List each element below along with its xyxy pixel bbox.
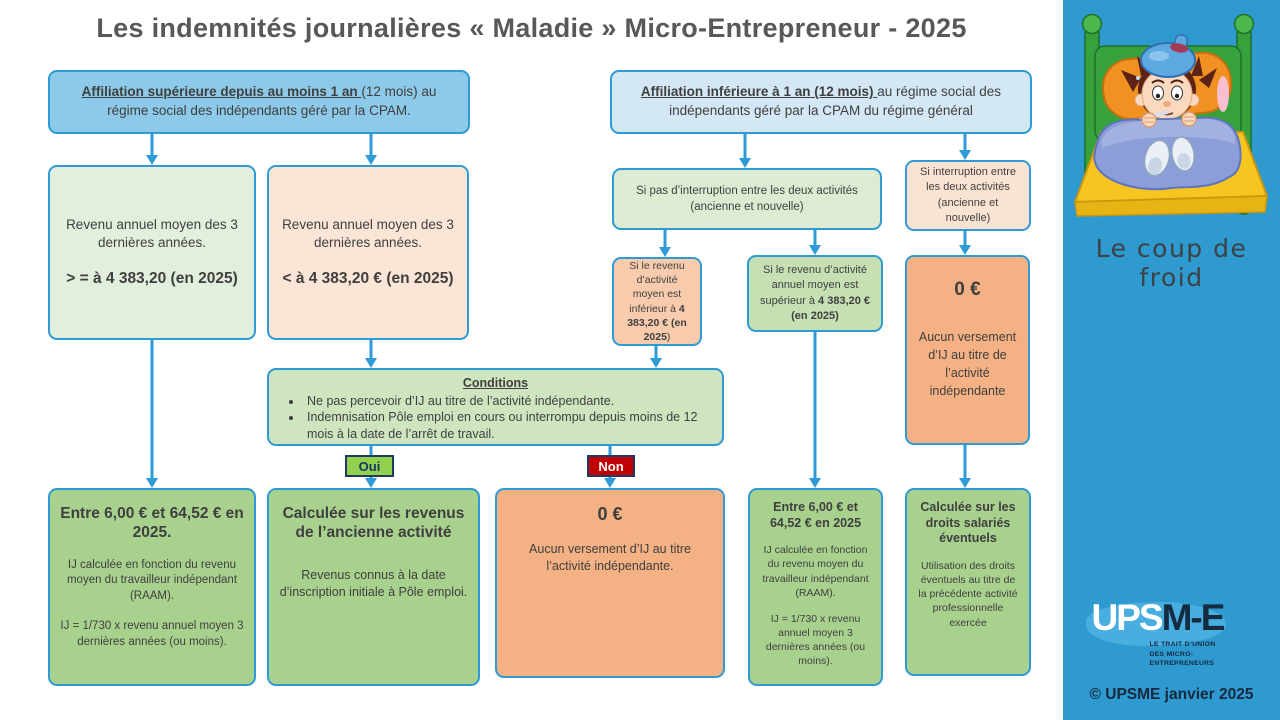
box-text: Revenu annuel moyen des 3 dernières anné… [282, 216, 454, 251]
box-affiliation-superieure: Affiliation supérieure depuis au moins 1… [48, 70, 470, 134]
arrow-affilsup-to-raaminf [365, 134, 377, 165]
label-oui: Oui [345, 455, 394, 477]
arrow-int-to-zero [959, 231, 971, 255]
arrow-affilsup-to-raamsup [146, 134, 158, 165]
threshold-value: < à 4 383,20 € (en 2025) [282, 270, 454, 288]
conditions-list: Ne pas percevoir d’IJ au titre de l’acti… [283, 393, 708, 443]
box-result-ancienne-activite: Calculée sur les revenus de l’ancienne a… [267, 488, 480, 686]
box-revenu-moyen-inferieur: Revenu annuel moyen des 3 dernières anné… [267, 165, 469, 340]
copyright-notice: © UPSME janvier 2025 [1089, 686, 1254, 703]
box-text: Aucun versement d’IJ au titre de l’activ… [918, 329, 1017, 398]
box-text: Affiliation supérieure depuis au moins 1… [81, 84, 437, 118]
conditions-title: Conditions [462, 376, 529, 390]
amount-zero: 0 € [597, 504, 623, 524]
result-text: IJ = 1/730 x revenu annuel moyen 3 derni… [765, 612, 866, 668]
box-text: Affiliation inférieure à 1 an (12 mois) … [640, 84, 1002, 118]
box-pas-interruption: Si pas d’interruption entre les deux act… [612, 168, 882, 230]
box-revenu-moyen-superieur: Revenu annuel moyen des 3 dernières anné… [48, 165, 256, 340]
box-result-ij-raam: Entre 6,00 € et 64,52 € en 2025. IJ calc… [48, 488, 256, 686]
illustration-caption: Le coup de froid [1095, 234, 1248, 292]
upsme-logo: UPSM-E LE TRAIT D’UNION DES MICRO-ENTREP… [1084, 597, 1252, 667]
result-text: Utilisation des droits éventuels au titr… [918, 559, 1018, 629]
arrow-raamsup-to-result1 [146, 340, 158, 488]
result-text: IJ = 1/730 x revenu annuel moyen 3 derni… [60, 620, 244, 648]
sock-feet [1143, 136, 1195, 177]
box-interruption: Si interruption entre les deux activités… [905, 160, 1031, 231]
box-affiliation-inferieure: Affiliation inférieure à 1 an (12 mois) … [610, 70, 1032, 134]
box-text: Si pas d’interruption entre les deux act… [636, 184, 858, 213]
arrow-affilinf-to-noint [739, 134, 751, 168]
box-text: Si interruption entre les deux activités… [920, 165, 1016, 224]
logo-tagline: LE TRAIT D’UNION DES MICRO-ENTREPRENEURS [1149, 640, 1216, 668]
result-title: Entre 6,00 € et 64,52 € en 2025 [769, 500, 862, 530]
box-conditions: Conditions Ne pas percevoir d’IJ au titr… [267, 368, 724, 446]
box-revenu-activite-inferieur: Si le revenu d’activité moyen est inféri… [612, 257, 702, 346]
page-title: Les indemnités journalières « Maladie » … [96, 13, 967, 43]
condition-item: Indemnisation Pôle emploi en cours ou in… [303, 409, 708, 442]
result-title: Entre 6,00 € et 64,52 € en 2025. [60, 505, 244, 542]
box-text: Revenu annuel moyen des 3 dernières anné… [66, 216, 238, 251]
box-result-ij-raam-2: Entre 6,00 € et 64,52 € en 2025 IJ calcu… [748, 488, 883, 686]
box-zero-euro-interruption: 0 € Aucun versement d’IJ au titre de l’a… [905, 255, 1030, 445]
logo-wordmark: UPSM-E [1091, 597, 1226, 638]
result-title: Calculée sur les droits salariés éventue… [920, 500, 1016, 546]
result-title: Calculée sur les revenus de l’ancienne a… [282, 505, 465, 542]
result-text: IJ calculée en fonction du revenu moyen … [762, 544, 869, 599]
result-text: IJ calculée en fonction du revenu moyen … [66, 558, 238, 602]
arrow-revinf-to-conditions [650, 346, 662, 368]
box-result-zero-euro: 0 € Aucun versement d’IJ au titre l’acti… [495, 488, 725, 678]
arrow-revsup-to-result4 [809, 332, 821, 488]
threshold-value: > = à 4 383,20 (en 2025) [66, 270, 238, 288]
box-result-droits-salaries: Calculée sur les droits salariés éventue… [905, 488, 1031, 676]
sidebar: Le coup de froid UPSM-E LE TRAIT D’UNION… [1063, 0, 1280, 720]
result-text: Revenus connus à la date d’inscription i… [279, 567, 468, 599]
sick-child-illustration [1073, 13, 1269, 217]
hands [1141, 111, 1197, 128]
box-revenu-activite-superieur: Si le revenu d’activité annuel moyen est… [747, 255, 883, 332]
arrow-zero-to-result5 [959, 445, 971, 488]
child-head [1121, 34, 1217, 124]
box-text: Si le revenu d’activité moyen est inféri… [627, 259, 687, 343]
label-non: Non [587, 455, 635, 477]
condition-item: Ne pas percevoir d’IJ au titre de l’acti… [303, 393, 708, 410]
amount-zero: 0 € [954, 279, 981, 300]
result-text: Aucun versement d’IJ au titre l’activité… [529, 542, 691, 574]
arrow-noint-to-revinf [659, 230, 671, 257]
arrow-noint-to-revsup [809, 230, 821, 255]
arrow-raaminf-to-conditions [365, 340, 377, 368]
arrow-affilinf-to-int [959, 134, 971, 160]
box-text: Si le revenu d’activité annuel moyen est… [759, 263, 871, 322]
